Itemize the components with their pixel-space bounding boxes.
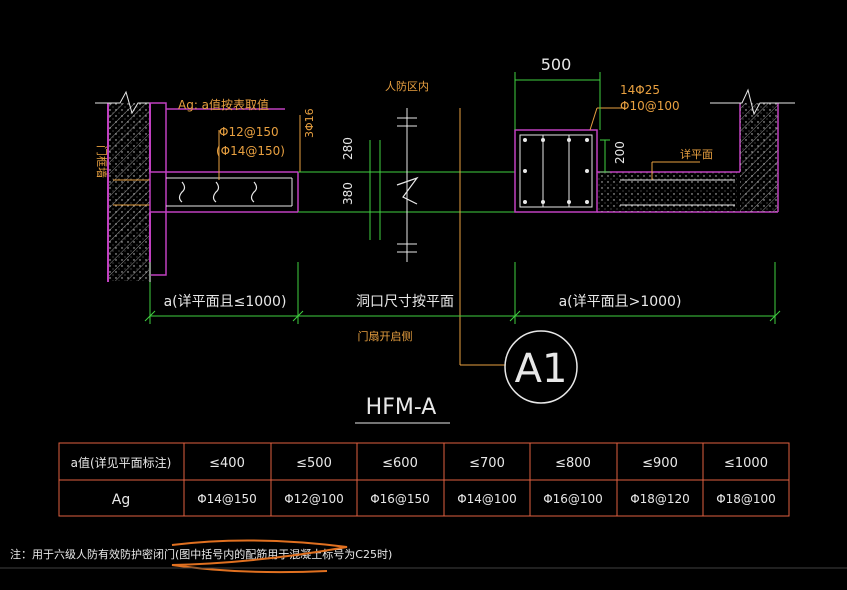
bottom-note: 注：用于六级人防有效防护密闭门(图中括号内的配筋用于混凝土标号为C25时) xyxy=(0,539,847,574)
table-ag-cell: Φ14@100 xyxy=(457,492,517,506)
dim-left: a(详平面且≤1000) xyxy=(164,294,287,310)
label-see-plan: 详平面 xyxy=(680,147,713,161)
table-a-cell: ≤700 xyxy=(469,456,505,471)
detail-marker-label: A1 xyxy=(515,346,568,392)
rebar-phi14: (Φ14@150) xyxy=(216,144,285,158)
door-opening xyxy=(298,108,515,366)
table-a-cell: ≤800 xyxy=(555,456,591,471)
rebar-14phi25: 14Φ25 xyxy=(620,83,660,97)
table-ag-cell: Φ14@150 xyxy=(197,492,257,506)
rebar-phi10: Φ10@100 xyxy=(620,99,680,113)
table-a-cell: ≤600 xyxy=(382,456,418,471)
dim-200: 200 xyxy=(613,141,627,164)
rebar-3phi16: 3Φ16 xyxy=(303,108,316,138)
table-ag-cell: Φ18@100 xyxy=(716,492,776,506)
table-a-cell: ≤900 xyxy=(642,456,678,471)
label-wall-side: 门框墙 xyxy=(95,145,109,178)
label-ag-note: Ag: a值按表取值 xyxy=(178,97,269,112)
right-column xyxy=(514,88,795,213)
dim-top-500: 500 xyxy=(541,55,572,74)
rebar-table: a值(详见平面标注) Ag ≤400 ≤500 ≤600 ≤700 ≤800 ≤… xyxy=(58,442,790,517)
table-ag-cell: Φ16@150 xyxy=(370,492,430,506)
table-ag-cell: Φ12@100 xyxy=(284,492,344,506)
table-a-cell: ≤500 xyxy=(296,456,332,471)
drawing-labels: 500 人防区内 Ag: a值按表取值 Φ12@150 (Φ14@150) 3Φ… xyxy=(95,55,713,343)
table-ag-cell: Φ16@100 xyxy=(543,492,603,506)
table-ag-cell: Φ18@120 xyxy=(630,492,690,506)
drawing-title-text: HFM-A xyxy=(366,395,437,420)
label-civil-defense: 人防区内 xyxy=(385,79,429,93)
table-a-cell: ≤400 xyxy=(209,456,245,471)
rebar-phi12: Φ12@150 xyxy=(219,125,279,139)
dim-right: a(详平面且>1000) xyxy=(559,294,682,310)
left-beam xyxy=(149,102,301,276)
note-text: 注：用于六级人防有效防护密闭门(图中括号内的配筋用于混凝土标号为C25时) xyxy=(10,547,392,561)
highlight-scribble xyxy=(171,539,348,574)
dim-380: 380 xyxy=(341,182,355,205)
left-wall xyxy=(95,90,160,282)
drawing-title: HFM-A xyxy=(355,395,450,424)
detail-marker: A1 xyxy=(504,330,578,404)
dim-280: 280 xyxy=(341,137,355,160)
dim-mid: 洞口尺寸按平面 xyxy=(356,294,454,310)
dimension-lines xyxy=(144,72,781,324)
table-row-ag-label: Ag xyxy=(112,492,130,508)
table-a-cell: ≤1000 xyxy=(724,456,768,471)
label-door-side: 门扇开启侧 xyxy=(358,329,413,343)
table-row-a-label: a值(详见平面标注) xyxy=(71,455,172,470)
